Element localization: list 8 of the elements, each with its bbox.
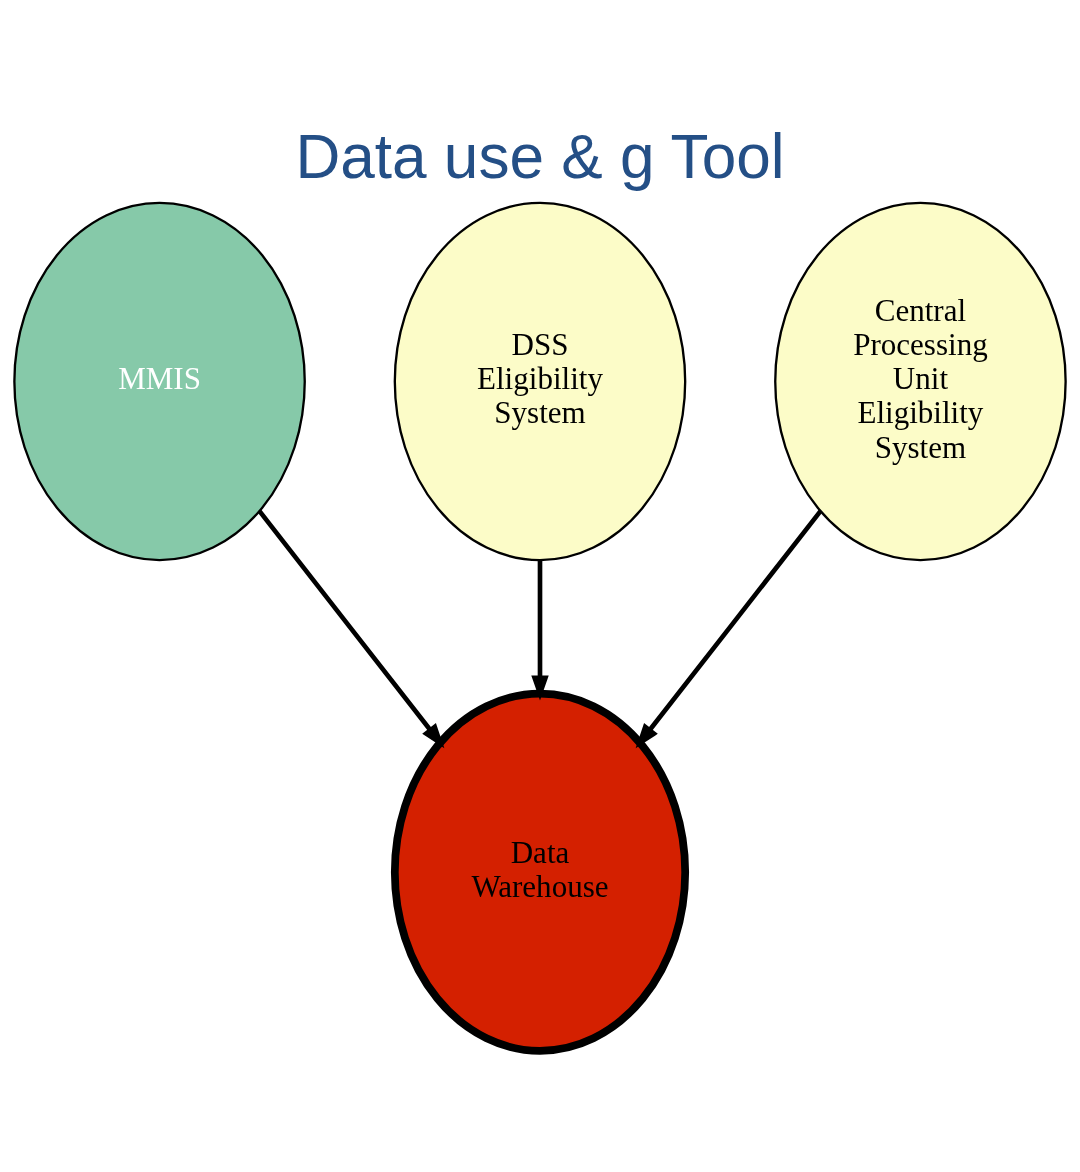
arrow [635, 509, 823, 748]
node-ellipse: MMIS [13, 201, 306, 561]
arrow [531, 560, 549, 700]
node-ellipse: DSS Eligibility System [393, 201, 687, 561]
node-ellipse: Central Processing Unit Eligibility System [774, 201, 1067, 561]
node-ellipse: Data Warehouse [390, 689, 690, 1055]
arrow [257, 509, 445, 748]
diagram-title: Data use & g Tool [295, 121, 785, 191]
